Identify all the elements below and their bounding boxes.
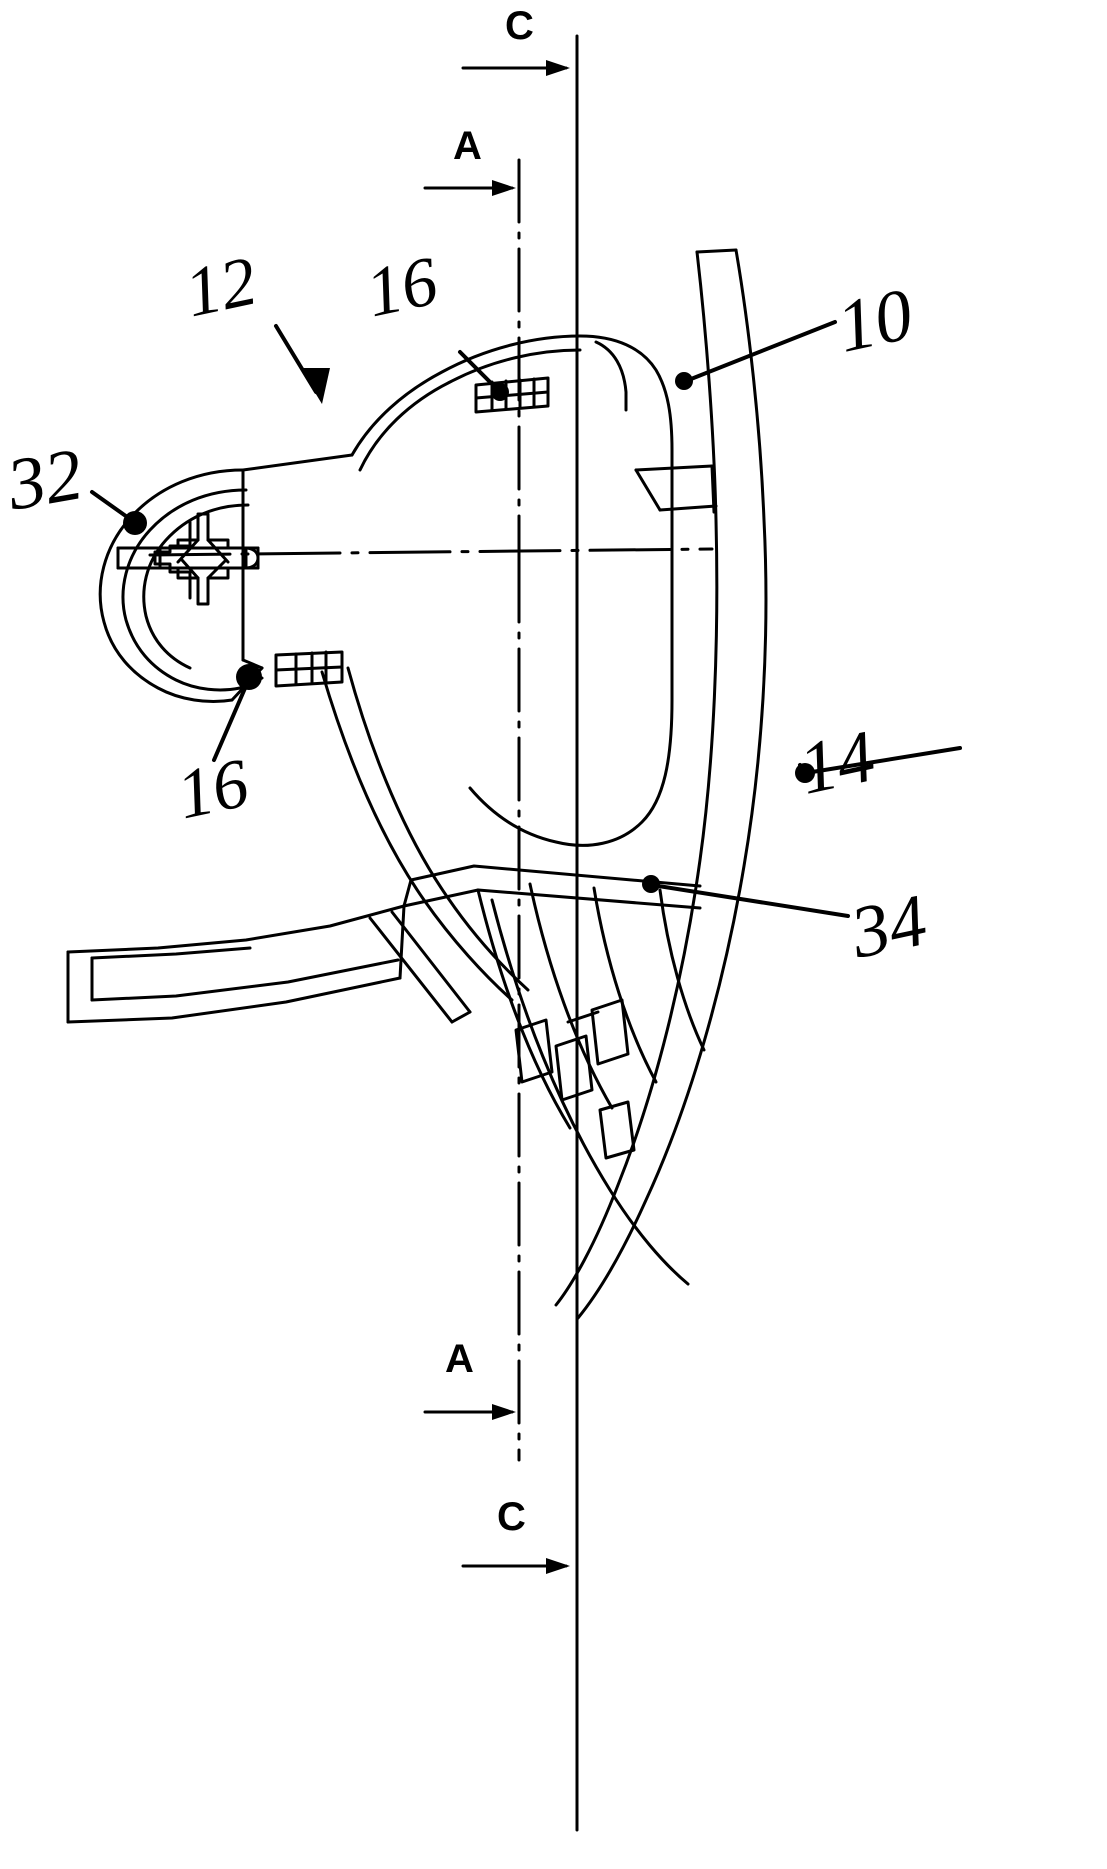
leader-lines bbox=[90, 320, 962, 918]
dot-ref-34 bbox=[642, 875, 660, 893]
dot-ref-10 bbox=[675, 372, 693, 390]
reference-numeral-16-bottom: 16 bbox=[170, 744, 256, 835]
reference-numeral-10: 10 bbox=[830, 273, 920, 369]
section-marker-a-bottom: A bbox=[445, 1337, 474, 1381]
dot-ref-16-bottom bbox=[236, 664, 262, 690]
dot-ref-32 bbox=[123, 511, 147, 535]
reference-numeral-14: 14 bbox=[792, 715, 882, 811]
reference-numeral-32: 32 bbox=[1, 433, 89, 527]
section-marker-a-top: A bbox=[453, 124, 482, 168]
lower-fastener-16 bbox=[274, 650, 344, 688]
cross-hub-housing-32 bbox=[98, 468, 264, 703]
section-arrow-c-top bbox=[461, 60, 570, 76]
section-arrow-a-bottom bbox=[423, 1404, 516, 1420]
section-arrow-c-bottom bbox=[461, 1558, 570, 1574]
upper-fastener-16 bbox=[474, 376, 550, 414]
inner-body-14 bbox=[241, 334, 674, 847]
reference-numeral-16-top: 16 bbox=[359, 242, 445, 333]
lower-bracket-arm bbox=[66, 666, 702, 1024]
section-marker-c-top: C bbox=[505, 4, 534, 48]
callout-dots bbox=[123, 372, 815, 893]
dot-ref-16-top bbox=[491, 383, 509, 401]
section-arrow-a-top bbox=[423, 180, 516, 196]
cross-hub-detail-32 bbox=[116, 512, 260, 606]
outer-housing-10 bbox=[554, 248, 768, 1320]
reference-numeral-12: 12 bbox=[178, 242, 264, 333]
reference-numeral-34: 34 bbox=[844, 879, 934, 975]
section-marker-c-bottom: C bbox=[497, 1495, 526, 1539]
centre-axis-horizontal bbox=[148, 547, 714, 557]
dot-ref-14 bbox=[795, 763, 815, 783]
lower-blade-region bbox=[476, 882, 706, 1286]
